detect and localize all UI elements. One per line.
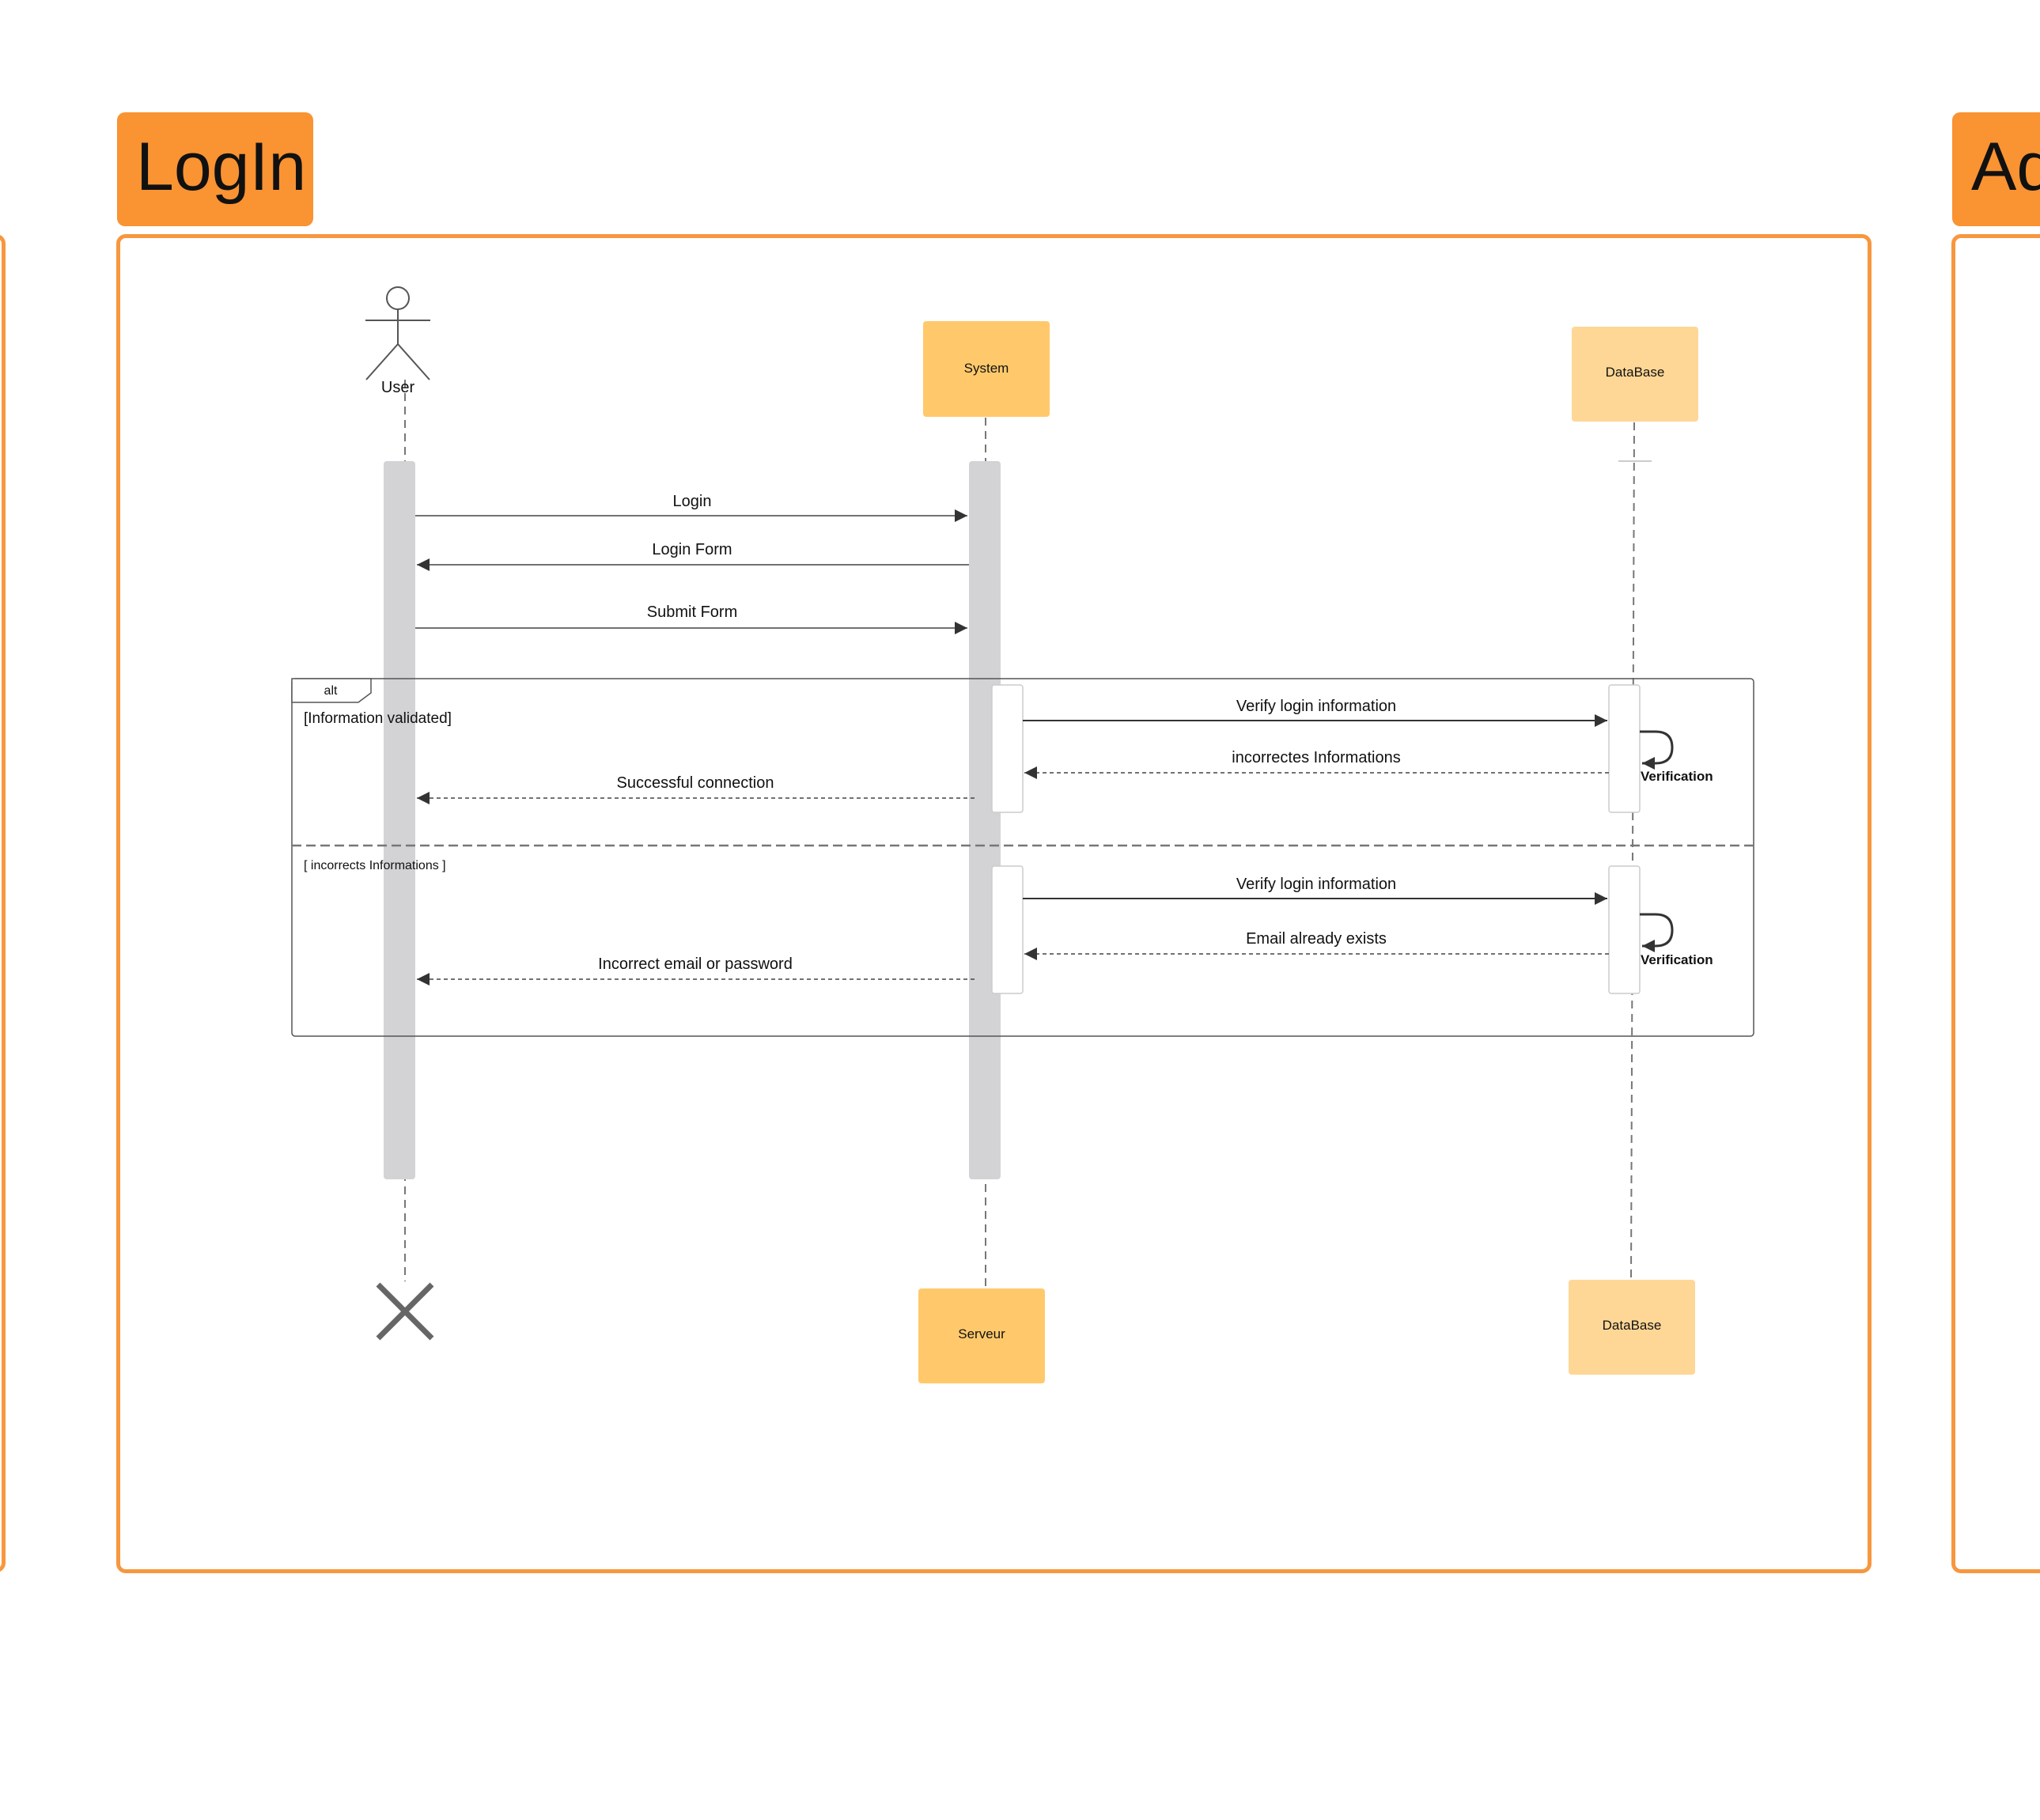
database-bottom-participant-box [1569,1280,1695,1375]
database-lifeline [1630,422,1635,1281]
alt-operator-tab [291,678,372,703]
frame-title-partial: Ad [1971,129,2040,205]
database-bottom-participant-label: DataBase [1603,1318,1662,1333]
alt-fragment [291,678,1754,1037]
server-bottom-participant-label: Serveur [958,1326,1005,1341]
submit-form-label: Submit Form [647,604,737,621]
database-activation-box-1 [1608,684,1641,813]
branch1-self-call-label: Verification [1641,769,1713,784]
branch2-self-call-arrow [1640,913,1674,952]
frame-title-tab-login: LogIn [117,112,313,226]
database-top-participant-box [1572,327,1698,422]
login-frame [116,234,1872,1573]
server-bottom-participant-box [918,1288,1045,1383]
user-actor-label: User [381,379,415,396]
right-partial-frame [1951,234,2040,1573]
login-form-label: Login Form [652,541,732,558]
frame-title-tab-partial: Ad [1952,112,2040,226]
branch1-verify-label: Verify login information [1236,698,1396,715]
system-activation-box-1 [991,684,1024,813]
system-activation-box-2 [991,865,1024,994]
database-top-participant-label: DataBase [1606,365,1665,380]
system-participant-box [923,321,1050,417]
user-actor-icon [365,286,430,380]
branch2-self-call-label: Verification [1641,952,1713,967]
system-activation-bar [969,461,1001,1179]
database-activation-box-2 [1608,865,1641,994]
system-participant-label: System [964,361,1009,376]
branch2-user-reply-label: Incorrect email or password [598,955,793,973]
destroy-x-icon [376,1282,434,1341]
branch2-db-reply-label: Email already exists [1246,930,1387,948]
login-label: Login [673,493,712,510]
user-activation-bar [384,461,415,1179]
branch1-user-reply-label: Successful connection [616,774,774,792]
alt-operator-label: alt [324,684,338,698]
frame-title-login: LogIn [136,129,307,205]
branch1-db-reply-label: incorrectes Informations [1232,749,1400,766]
alt-guard-2: [ incorrects Informations ] [304,859,446,872]
branch2-verify-label: Verify login information [1236,876,1396,893]
branch1-self-call-arrow [1640,730,1674,770]
alt-guard-1: [Information validated] [304,710,452,727]
